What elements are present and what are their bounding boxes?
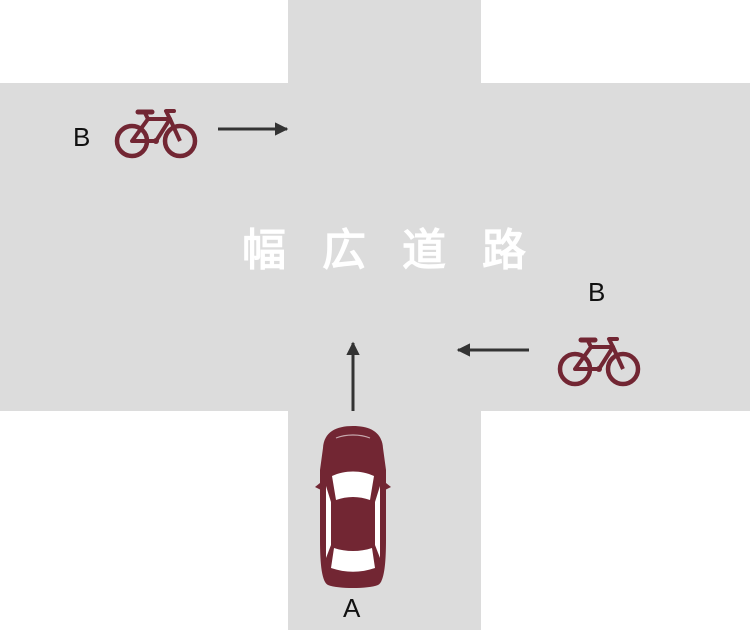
bicycle-b-right: B	[456, 277, 638, 384]
side-road-north	[288, 0, 481, 84]
car-a-label: A	[343, 593, 361, 623]
car-a: A	[315, 341, 391, 623]
bicycle-b-right-label: B	[588, 277, 605, 307]
bicycle-b-left: B	[73, 111, 289, 156]
bicycle-b-left-label: B	[73, 122, 90, 152]
car-icon	[315, 426, 391, 588]
road-name-label: 幅広道路	[242, 225, 562, 276]
